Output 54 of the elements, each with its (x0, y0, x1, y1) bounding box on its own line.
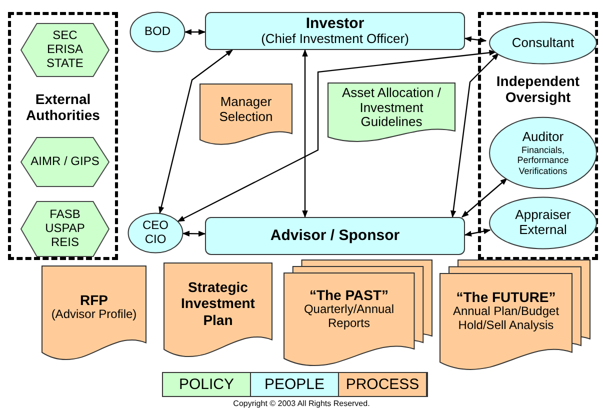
connector-arrow (450, 53, 499, 218)
document-shape (42, 266, 146, 362)
legend-swatch: PROCESS (339, 373, 427, 396)
document-stack (284, 260, 432, 368)
node-label: Consultant (512, 36, 574, 50)
node-label: CEO CIO (141, 219, 170, 247)
node-label: Asset Allocation / Investment Guidelines (341, 86, 442, 130)
node-label: (Advisor Profile) (51, 308, 137, 322)
role-ellipse (489, 22, 597, 64)
group-frame (478, 12, 598, 260)
connector-arrow (464, 36, 487, 43)
node-label: RFP (80, 292, 108, 308)
connector-arrow (462, 178, 508, 218)
node-label: AIMR / GIPS (30, 155, 100, 169)
role-ellipse (128, 213, 183, 253)
node-label: SEC ERISA STATE (46, 29, 84, 71)
group-frame (8, 12, 118, 260)
node-label: FASB USPAP REIS (44, 208, 86, 250)
role-ellipse (130, 12, 185, 52)
node-label: Quarterly/Annual Reports (302, 303, 396, 331)
copyright-note: Copyright © 2003 All Rights Reserved. (232, 399, 371, 408)
document-stack (440, 260, 590, 372)
document-shape (200, 84, 292, 146)
connector-arrow (177, 50, 496, 222)
node-label: Annual Plan/Budget Hold/Sell Analysis (452, 305, 560, 333)
connector-arrow (464, 228, 491, 237)
node-label: Appraiser External (514, 208, 572, 238)
legend-swatch: POLICY (163, 373, 251, 396)
document-shape (328, 83, 455, 143)
node-label: Financials, Performance Verifications (516, 144, 570, 176)
node-label: Strategic Investment Plan (180, 279, 256, 328)
role-box (205, 12, 465, 50)
node-label: BOD (144, 25, 170, 39)
connector-arrow (302, 49, 308, 218)
node-label: (Chief Investment Officer) (261, 32, 409, 48)
connector-arrow (182, 230, 206, 237)
authority-hexagon (21, 137, 109, 187)
node-label: “The FUTURE” (456, 289, 556, 306)
document-shape (164, 263, 272, 359)
node-label: Manager Selection (218, 95, 274, 125)
group-title: Independent Oversight (495, 73, 581, 106)
node-label: Advisor / Sponsor (270, 227, 400, 245)
node-label: “The PAST” (309, 287, 389, 304)
node-label: Investor (306, 14, 364, 32)
connector-arrow (184, 29, 206, 35)
connector-arrow (158, 50, 233, 214)
role-ellipse (489, 117, 597, 189)
authority-hexagon (21, 201, 109, 257)
legend-swatch: PEOPLE (251, 373, 339, 396)
role-box (205, 217, 465, 255)
authority-hexagon (21, 23, 109, 77)
group-title: External Authorities (25, 91, 101, 124)
node-label: Auditor (522, 130, 564, 145)
role-ellipse (489, 197, 597, 249)
